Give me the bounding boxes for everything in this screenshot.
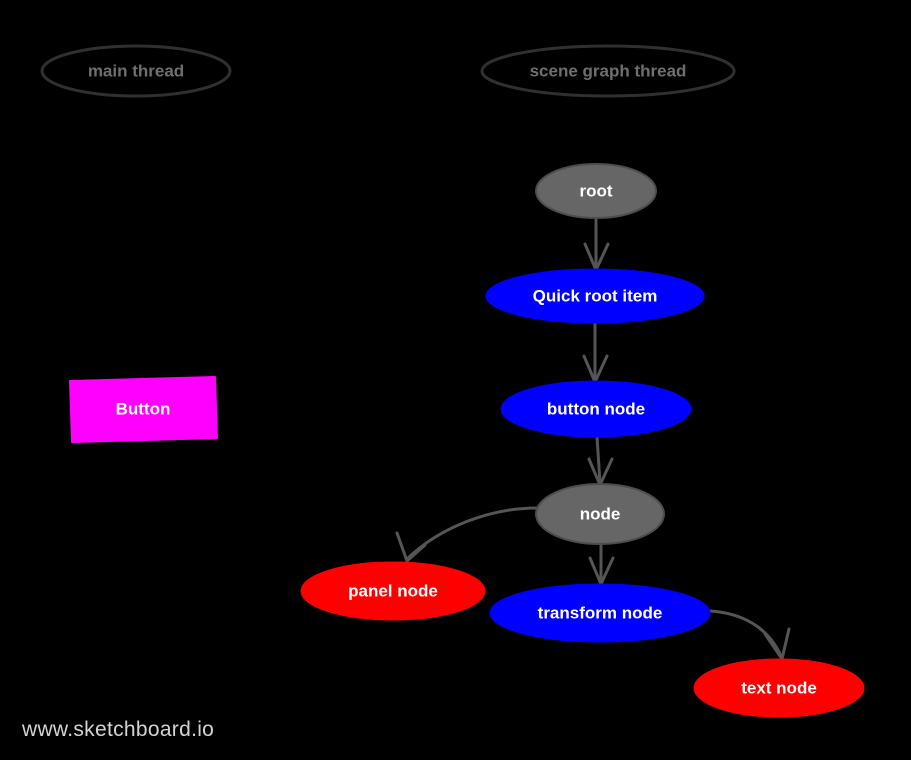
button-shape[interactable] xyxy=(69,376,218,443)
root-ellipse[interactable] xyxy=(535,163,657,219)
node-transform-node[interactable]: transform node xyxy=(489,583,711,643)
node-quick-root-item[interactable]: Quick root item xyxy=(485,268,705,324)
quick-root-item-label: Quick root item xyxy=(533,286,658,305)
swimlane-main-thread[interactable]: main thread xyxy=(40,44,232,98)
ui-button[interactable]: Button xyxy=(69,376,218,443)
button-node-label: button node xyxy=(547,399,645,418)
edge-line xyxy=(595,435,602,485)
button-label: Button xyxy=(116,399,171,418)
node-ellipse[interactable] xyxy=(535,483,665,545)
node-label: node xyxy=(580,504,621,523)
button-node-ellipse[interactable] xyxy=(500,380,692,438)
transform-node-ellipse[interactable] xyxy=(489,583,711,643)
node-root[interactable]: root xyxy=(535,163,657,219)
arrow-head-icon xyxy=(395,531,427,563)
watermark: www.sketchboard.io xyxy=(21,718,214,741)
swimlane-scene-graph-thread[interactable]: scene graph thread xyxy=(480,44,736,98)
node-panel-node[interactable]: panel node xyxy=(300,561,486,621)
arrow-head-icon xyxy=(763,627,791,661)
panel-node-ellipse[interactable] xyxy=(300,561,486,621)
scene-graph-thread-label: scene graph thread xyxy=(530,61,687,80)
edge-node-to-transform-node[interactable] xyxy=(588,542,615,586)
scene-graph-thread-ellipse[interactable] xyxy=(480,44,736,98)
text-node-ellipse[interactable] xyxy=(693,658,865,718)
quick-root-item-ellipse[interactable] xyxy=(485,268,705,324)
root-label: root xyxy=(579,181,612,200)
text-node-label: text node xyxy=(741,678,817,697)
edge-transform-node-to-text-node[interactable] xyxy=(708,609,791,661)
main-thread-label: main thread xyxy=(88,61,184,80)
panel-node-label: panel node xyxy=(348,581,438,600)
edge-quick-root-item-to-button-node[interactable] xyxy=(582,321,609,384)
edge-curve xyxy=(405,506,539,561)
transform-node-label: transform node xyxy=(538,603,663,622)
edge-root-to-quick-root-item[interactable] xyxy=(583,216,610,272)
edge-node-to-panel-node[interactable] xyxy=(395,506,539,563)
node-button-node[interactable]: button node xyxy=(500,380,692,438)
edge-button-node-to-node[interactable] xyxy=(587,435,614,487)
edge-curve xyxy=(708,609,783,658)
node-node[interactable]: node xyxy=(535,483,665,545)
main-thread-ellipse[interactable] xyxy=(40,44,232,98)
node-text-node[interactable]: text node xyxy=(693,658,865,718)
